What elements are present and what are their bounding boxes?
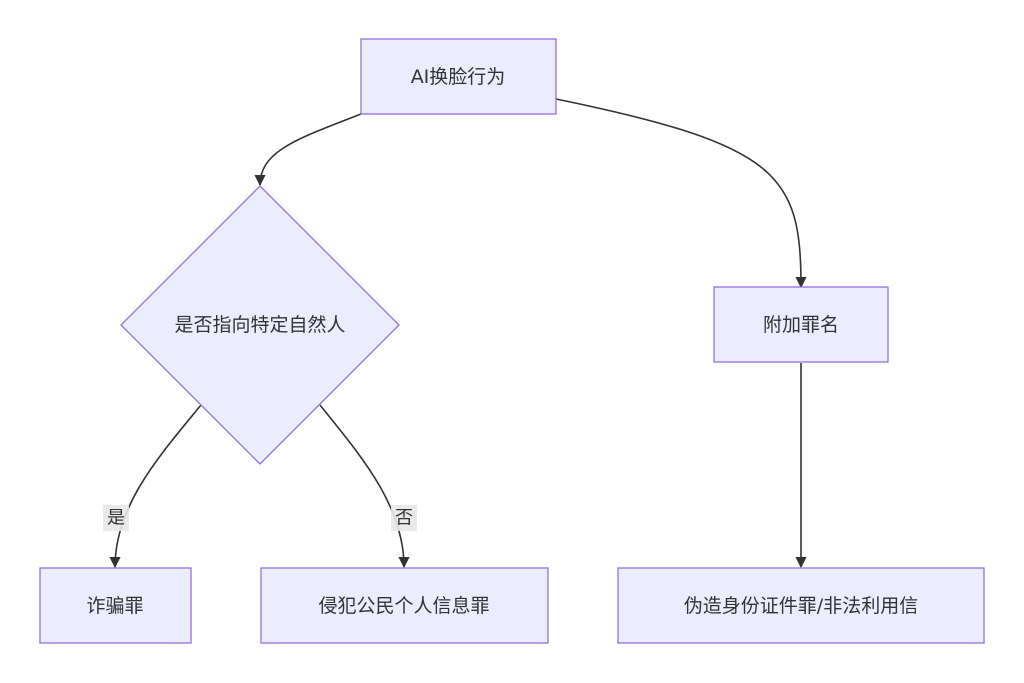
node-extra: 附加罪名	[713, 286, 889, 363]
edge-root-to-extra	[555, 98, 807, 289]
node-root: AI换脸行为	[360, 38, 557, 115]
node-extra-label: 附加罪名	[763, 314, 839, 336]
node-forgery-label: 伪造身份证件罪/非法利用信	[684, 595, 918, 617]
edge-label-yes-text: 是	[107, 508, 125, 529]
node-privacy: 侵犯公民个人信息罪	[260, 567, 549, 644]
edge-label-no: 否	[391, 505, 417, 531]
node-decision-label: 是否指向特定自然人	[174, 314, 345, 336]
edge-root-to-decision	[254, 113, 362, 187]
node-decision: 是否指向特定自然人	[120, 185, 400, 465]
edge-decision-to-fraud	[109, 404, 202, 569]
edge-label-no-text: 否	[395, 508, 413, 529]
edges	[109, 98, 807, 569]
node-privacy-label: 侵犯公民个人信息罪	[318, 595, 489, 617]
node-root-label: AI换脸行为	[411, 66, 506, 88]
node-fraud-label: 诈骗罪	[86, 595, 143, 617]
edge-decision-to-privacy	[319, 404, 410, 569]
node-fraud: 诈骗罪	[39, 567, 192, 644]
node-forgery: 伪造身份证件罪/非法利用信	[617, 567, 985, 644]
edge-label-yes: 是	[103, 505, 129, 531]
